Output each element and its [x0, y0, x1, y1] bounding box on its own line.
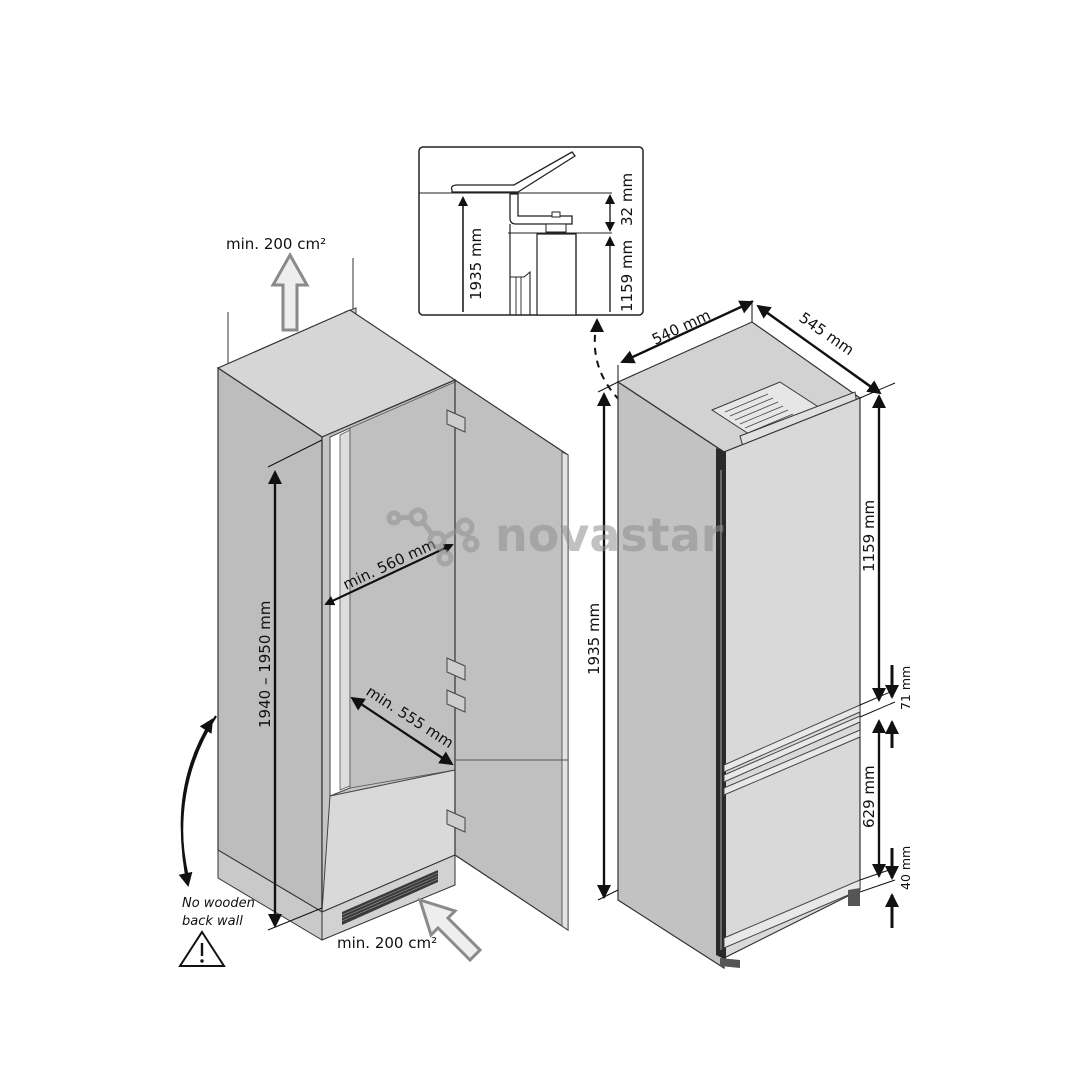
cabinet-height-label: 1940 – 1950 mm — [256, 601, 274, 728]
molecule-network-icon — [386, 507, 480, 567]
watermark: novastar — [386, 507, 724, 567]
vent-up-arrow-icon — [270, 251, 310, 332]
inset-height-label: 1935 mm — [467, 228, 485, 300]
cabinet-drawing — [178, 251, 569, 967]
appliance-width-label: 540 mm — [649, 306, 713, 349]
appliance-gap-upper-label: 71 mm — [898, 666, 913, 710]
warning-text-line2: back wall — [182, 914, 243, 929]
appliance-depth-label: 545 mm — [796, 309, 858, 360]
detail-inset — [418, 146, 644, 316]
appliance-drawing — [597, 300, 899, 970]
appliance-gap-lower-label: 40 mm — [898, 846, 913, 890]
warning-triangle-icon — [178, 930, 226, 967]
appliance-height-label: 1935 mm — [585, 603, 603, 675]
inset-gap-label: 32 mm — [618, 173, 636, 226]
appliance-lower-label: 629 mm — [860, 765, 878, 828]
inset-upper-label: 1159 mm — [618, 240, 636, 312]
watermark-text: novastar — [495, 508, 724, 562]
bottom-vent-label: min. 200 cm² — [337, 934, 437, 952]
vent-in-arrow-icon — [417, 897, 483, 963]
warning-text-line1: No wooden — [182, 896, 255, 911]
top-vent-label: min. 200 cm² — [226, 235, 326, 253]
appliance-upper-label: 1159 mm — [860, 500, 878, 572]
